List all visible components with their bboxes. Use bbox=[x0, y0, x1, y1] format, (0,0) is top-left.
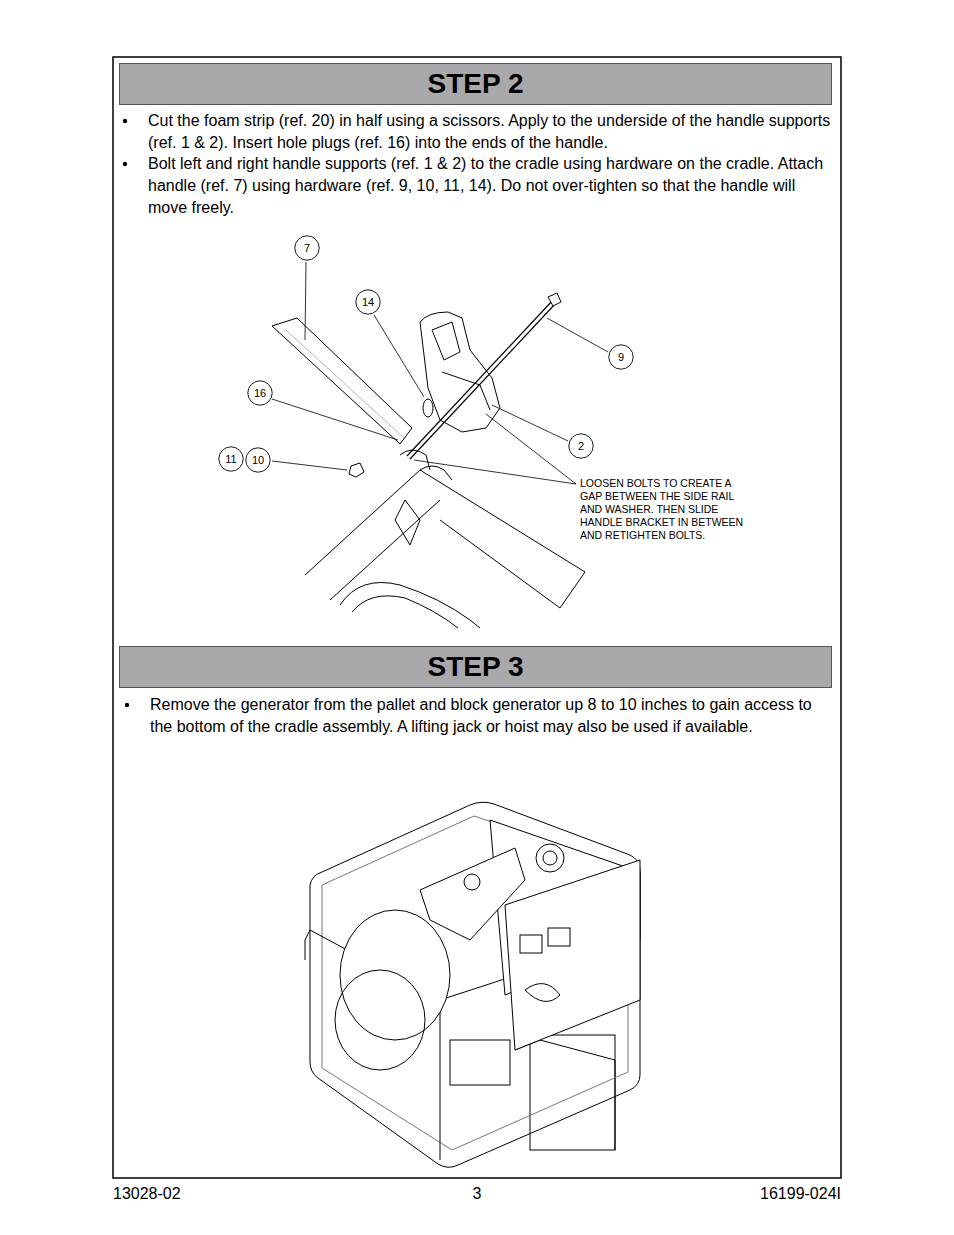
bullet bbox=[125, 703, 129, 707]
callout-circle bbox=[609, 345, 633, 369]
panel-outlet bbox=[548, 928, 570, 946]
step-heading: STEP 2 bbox=[428, 68, 524, 100]
callout-number: 11 bbox=[225, 454, 236, 465]
callout-number: 7 bbox=[294, 235, 320, 261]
leader-line bbox=[414, 460, 576, 484]
callout-circle bbox=[356, 290, 380, 314]
control-panel bbox=[505, 860, 640, 1050]
handle-assembly-drawing bbox=[272, 293, 585, 628]
step-band: STEP 2 bbox=[119, 63, 832, 105]
bullet bbox=[123, 162, 127, 166]
assembly-note: LOOSEN BOLTS TO CREATE A GAP BETWEEN THE… bbox=[580, 477, 745, 542]
callout-circle bbox=[295, 236, 319, 260]
washer bbox=[423, 399, 433, 417]
step-heading: STEP 3 bbox=[428, 651, 524, 683]
handle-support bbox=[420, 312, 500, 432]
leader-line bbox=[486, 414, 576, 484]
battery bbox=[450, 1040, 510, 1085]
leader-line bbox=[305, 262, 306, 340]
frame-post bbox=[440, 1000, 441, 1160]
side-rail bbox=[330, 500, 440, 600]
panel-outlet bbox=[520, 935, 542, 953]
callout-number: 10 bbox=[252, 455, 264, 466]
support-top bbox=[432, 322, 460, 360]
frame-handle bbox=[305, 930, 310, 960]
leader-line bbox=[272, 461, 347, 470]
leader-line bbox=[492, 405, 568, 441]
nut bbox=[349, 463, 364, 477]
panel-logo bbox=[525, 984, 560, 1002]
cradle-base bbox=[340, 583, 480, 629]
callout-circle bbox=[246, 448, 270, 472]
handle-shading bbox=[286, 330, 404, 438]
generator-drawing bbox=[305, 802, 640, 1167]
document-number: 13028-02 bbox=[113, 1184, 263, 1204]
bolt bbox=[407, 300, 553, 456]
support-block bbox=[530, 1035, 615, 1150]
callout-number: 10 bbox=[245, 447, 271, 473]
page-number: 3 bbox=[427, 1184, 527, 1204]
fuel-cap bbox=[536, 844, 564, 872]
callout-number: 9 bbox=[608, 344, 634, 370]
fuel-cap bbox=[543, 851, 557, 865]
instruction-text: Cut the foam strip (ref. 20) in half usi… bbox=[148, 110, 838, 154]
leader-lines bbox=[272, 262, 608, 484]
bolt bbox=[410, 303, 556, 459]
callout-circle bbox=[248, 381, 272, 405]
cradle-base bbox=[352, 596, 458, 628]
document-number: 16199-024I bbox=[691, 1184, 841, 1204]
callout-circle bbox=[569, 434, 593, 458]
callout-number: 14 bbox=[355, 289, 381, 315]
engine bbox=[340, 910, 450, 1040]
frame-tube bbox=[420, 470, 585, 608]
leader-line bbox=[374, 315, 424, 397]
bracket-hole bbox=[464, 874, 480, 890]
side-rail bbox=[305, 466, 452, 575]
callout-number: 16 bbox=[247, 380, 273, 406]
callout-number: 7 bbox=[304, 243, 310, 254]
callout-number: 16 bbox=[254, 388, 266, 399]
callout-number: 2 bbox=[568, 433, 594, 459]
frame-outline bbox=[310, 802, 640, 1167]
page-border bbox=[113, 57, 841, 1178]
instruction-text: Bolt left and right handle supports (ref… bbox=[148, 153, 838, 219]
bullet bbox=[123, 119, 127, 123]
engine-cover bbox=[335, 970, 425, 1070]
cradle-plate bbox=[395, 500, 420, 545]
callout-number: 9 bbox=[618, 352, 624, 363]
callout-number: 2 bbox=[578, 441, 584, 452]
callout-circle bbox=[219, 447, 243, 471]
support-edge bbox=[442, 372, 490, 410]
handle bbox=[272, 318, 412, 444]
leader-line bbox=[272, 399, 398, 440]
bolt-head bbox=[548, 293, 561, 306]
instruction-text: Remove the generator from the pallet and… bbox=[150, 694, 825, 738]
step-band: STEP 3 bbox=[119, 646, 832, 688]
leader-line bbox=[547, 318, 608, 352]
callout-number: 11 bbox=[218, 446, 244, 472]
callout-number: 14 bbox=[362, 297, 374, 308]
